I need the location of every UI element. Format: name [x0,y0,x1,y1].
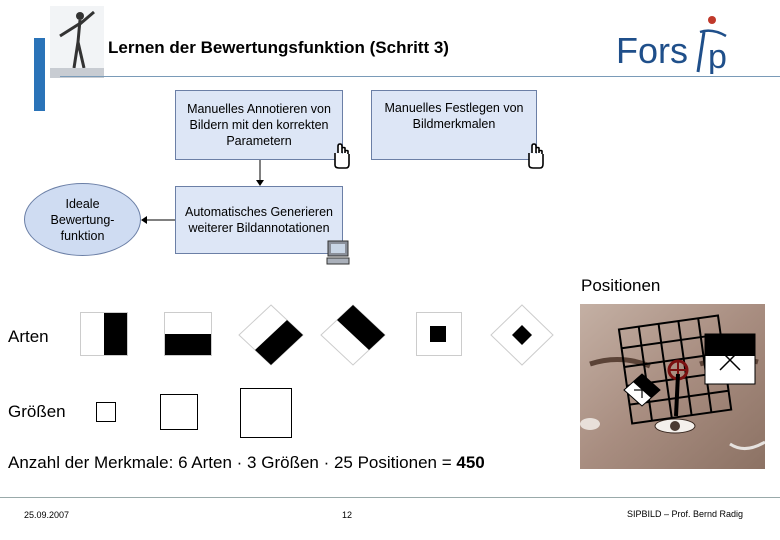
ballet-dancer-icon [50,6,104,78]
features-box-label: Manuelles Festlegen von Bildmerkmalen [384,101,524,131]
svg-text:Fors: Fors [616,30,688,71]
ideal-function-ellipse: Ideale Bewertung-funktion [24,183,141,256]
page-title: Lernen der Bewertungsfunktion (Schritt 3… [108,38,449,57]
formula-text: Anzahl der Merkmale: 6 Arten · 3 Größen … [8,453,457,472]
accent-bar [34,38,45,111]
footer-date: 25.09.2007 [24,510,70,520]
size-small [96,402,116,422]
generate-box: Automatisches Generieren weiterer Bildan… [175,186,343,254]
feature-center-square [416,312,462,356]
annotate-box: Manuelles Annotieren von Bildern mit den… [175,90,343,160]
forsip-logo: Fors p [616,16,727,74]
feature-horizontal-edge [164,312,212,356]
ideal-function-label: Ideale Bewertung-funktion [50,196,115,243]
feature-count-formula: Anzahl der Merkmale: 6 Arten · 3 Größen … [8,453,485,473]
hand-icon [528,143,544,169]
sizes-label: Größen [8,402,66,421]
footer-credit: SIPBILD – Prof. Bernd Radig [627,509,744,519]
formula-result: 450 [456,453,485,472]
feature-diagonal-edge-2 [320,304,386,366]
svg-text:p: p [708,38,727,74]
header-divider [60,76,780,77]
features-box: Manuelles Festlegen von Bildmerkmalen [371,90,537,160]
footer-divider [0,497,780,498]
feature-vertical-edge [80,312,128,356]
feature-diagonal-edge-1 [238,304,304,366]
generate-box-label: Automatisches Generieren weiterer Bildan… [185,205,333,235]
footer-page-number: 12 [342,510,353,520]
size-large [240,388,292,438]
hand-icon [334,143,350,169]
feature-center-diamond [490,304,554,366]
annotate-box-label: Manuelles Annotieren von Bildern mit den… [187,102,331,148]
size-medium [160,394,198,430]
face-photo [580,304,765,469]
computer-icon [326,240,350,265]
positions-label: Positionen [581,276,661,295]
kinds-label: Arten [8,327,49,346]
